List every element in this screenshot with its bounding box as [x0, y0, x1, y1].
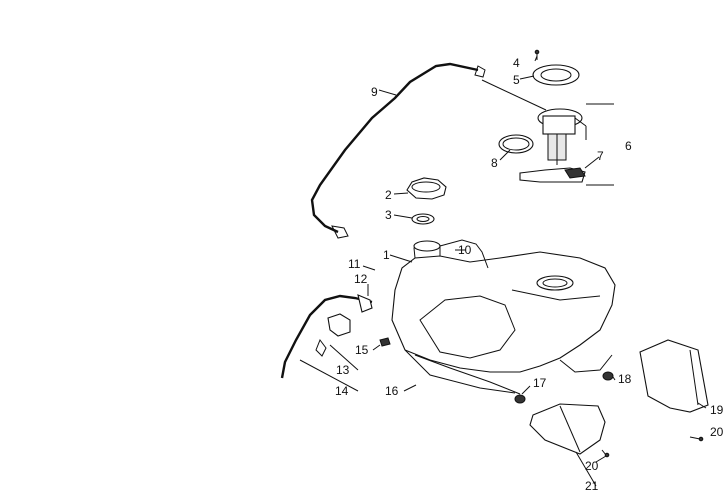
callout-15: 15: [355, 343, 369, 357]
callout-9: 9: [371, 85, 378, 99]
screw-part: [534, 49, 540, 60]
vent-hose-part: [310, 62, 486, 239]
cap-gasket-part: [411, 213, 435, 225]
leader-lines: [299, 55, 707, 487]
retaining-ring-part: [532, 64, 580, 86]
fuel-tank-part: [391, 239, 616, 394]
screw-part-20: [601, 436, 704, 458]
callout-7: 7: [597, 149, 604, 163]
callout-6: 6: [625, 139, 632, 153]
callout-18: 18: [618, 372, 632, 386]
callout-4: 4: [513, 56, 520, 70]
heat-shield-front-part: [529, 403, 606, 455]
callout-21: 21: [585, 479, 599, 491]
callout-20-lower: 20: [585, 459, 599, 473]
callout-16: 16: [385, 384, 399, 398]
callout-8: 8: [491, 156, 498, 170]
callout-14: 14: [335, 384, 349, 398]
callout-13: 13: [336, 363, 350, 377]
callout-1: 1: [383, 248, 390, 262]
callout-2: 2: [385, 188, 392, 202]
callout-12: 12: [354, 272, 368, 286]
vent-tube-part: [414, 354, 521, 395]
fuel-pump-assembly-part: [519, 103, 614, 186]
breather-hose-part: [280, 294, 373, 379]
o-ring-part: [498, 134, 534, 154]
heat-shield-rear-part: [639, 339, 709, 413]
callout-20-upper: 20: [710, 425, 724, 439]
grommet-part-18: [602, 371, 614, 381]
callout-10: 10: [458, 243, 472, 257]
grommet-part-17: [514, 394, 526, 404]
bolt-part: [379, 337, 391, 347]
callout-5: 5: [513, 73, 520, 87]
fuel-cap-part: [406, 177, 447, 200]
callout-11: 11: [348, 257, 361, 271]
callout-3: 3: [385, 208, 392, 222]
callout-17: 17: [533, 376, 547, 390]
callout-19: 19: [710, 403, 724, 417]
